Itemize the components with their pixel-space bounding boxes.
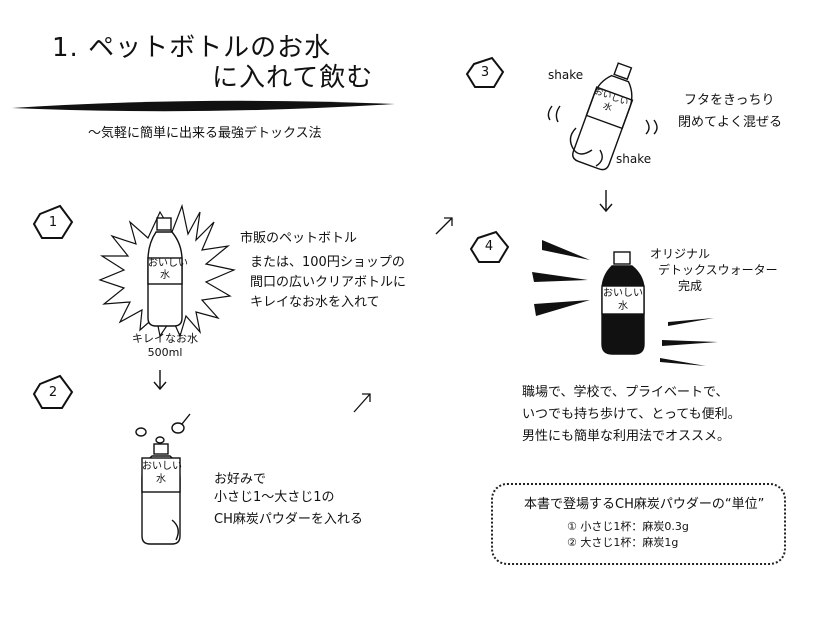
bottle-label-line2: 水 — [156, 474, 166, 485]
down-arrow-icon — [599, 190, 613, 213]
step-3-number: 3 — [480, 65, 490, 80]
page-title-line2: に入れて飲む — [212, 63, 374, 93]
benefit-line1: 職場で、学校で、プライベートで、 — [522, 385, 729, 400]
diagonal-arrow-icon — [353, 393, 371, 413]
step-1-caption2: 500ml — [147, 346, 183, 359]
page-subtitle: ～気軽に簡単に出来る最強デトックス法 — [88, 126, 322, 141]
step-2-line3: CH麻炭パウダーを入れる — [214, 512, 363, 527]
units-item-1: ① 小さじ1杯：麻炭0.3g — [567, 520, 689, 533]
diagonal-arrow-icon — [435, 217, 453, 235]
step-2-line1: お好みで — [214, 472, 267, 487]
starburst — [98, 203, 236, 338]
shake-label: shake — [548, 68, 584, 82]
down-arrow-icon — [153, 370, 167, 391]
title-underline — [12, 100, 395, 112]
step-1-caption1: キレイなお水 — [132, 332, 198, 345]
step-4-line2: デトックスウォーター — [658, 263, 778, 277]
benefit-line3: 男性にも簡単な利用法でオススメ。 — [522, 429, 731, 444]
emphasis-rays — [532, 240, 718, 366]
bottle-label-line2: 水 — [618, 301, 628, 312]
page-title-line1: 1. ペットボトルのお水 — [52, 33, 332, 63]
bottle-label-4: おいしい 水 — [602, 287, 644, 313]
step-1-hexagon — [32, 204, 74, 239]
step-3-line2: 閉めてよく混ぜる — [678, 115, 783, 130]
step-4-line1: オリジナル — [650, 247, 711, 261]
shaking-bottle-icon — [547, 62, 658, 171]
detox-water-bottle-icon — [601, 251, 645, 355]
step-1-line1: または、100円ショップの — [250, 255, 405, 270]
step-2-line2: 小さじ1～大さじ1の — [214, 490, 335, 505]
step-1-number: 1 — [48, 215, 58, 230]
bottle-label-line1: おいしい — [142, 461, 182, 472]
step-1-heading: 市販のペットボトル — [240, 231, 358, 246]
bottle-label-1: おいしい 水 — [148, 258, 188, 282]
bottle-label-line1: おいしい — [148, 258, 188, 269]
step-3-line1: フタをきっちり — [684, 93, 775, 108]
step-4-number: 4 — [484, 239, 494, 254]
bottle-label-2: おいしい 水 — [142, 460, 182, 486]
bottle-label-line1: おいしい — [603, 288, 643, 299]
units-item-2: ② 大さじ1杯：麻炭1g — [567, 536, 679, 549]
step-1-line2: 間口の広いクリアボトルに — [250, 275, 407, 290]
bottle-with-powder-icon — [135, 413, 191, 545]
step-4-hexagon — [469, 230, 510, 263]
benefit-line2: いつでも持ち歩けて、とっても便利。 — [522, 407, 741, 422]
step-2-hexagon — [32, 374, 74, 409]
water-bottle-icon — [147, 217, 183, 327]
step-4-line3: 完成 — [678, 279, 703, 293]
step-3-hexagon — [465, 56, 505, 88]
units-title: 本書で登場するCH麻炭パウダーの“単位” — [524, 497, 765, 512]
step-1-line3: キレイなお水を入れて — [250, 295, 380, 310]
units-box — [491, 483, 786, 565]
bottle-label-line2: 水 — [160, 270, 170, 281]
shake-label: shake — [616, 152, 652, 166]
step-2-number: 2 — [48, 385, 58, 400]
